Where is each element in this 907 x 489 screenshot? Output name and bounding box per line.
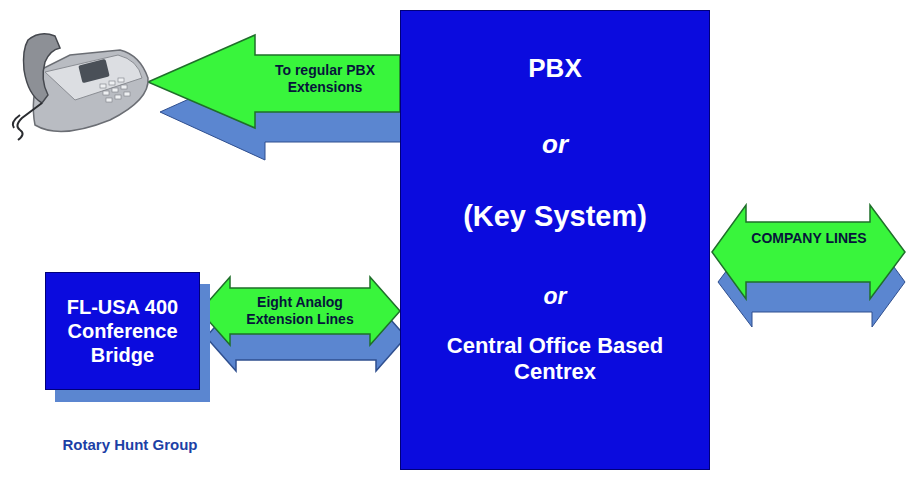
node-text: (Key System) — [410, 199, 700, 234]
node-text: Central Office Based Centrex — [445, 333, 665, 386]
node-text: or — [410, 283, 700, 311]
extension-lines-arrow — [200, 277, 400, 345]
conference-bridge-box: FL-USA 400 Conference Bridge — [45, 272, 200, 390]
arrow-label: To regular PBX Extensions — [255, 62, 395, 96]
node-text: FL-USA 400 Conference Bridge — [53, 295, 193, 367]
node-text: PBX — [410, 53, 700, 84]
edge-label: Eight Analog Extension Lines — [235, 294, 365, 328]
node-text: or — [410, 129, 700, 160]
extension-arrow — [148, 35, 400, 128]
telephone-icon — [13, 34, 148, 140]
company-lines-arrow — [712, 205, 905, 299]
group-label: Rotary Hunt Group — [30, 436, 230, 454]
pbx-box: PBX or (Key System) orCentral Office Based … — [400, 10, 710, 470]
arrow-label: COMPANY LINES — [750, 230, 868, 247]
